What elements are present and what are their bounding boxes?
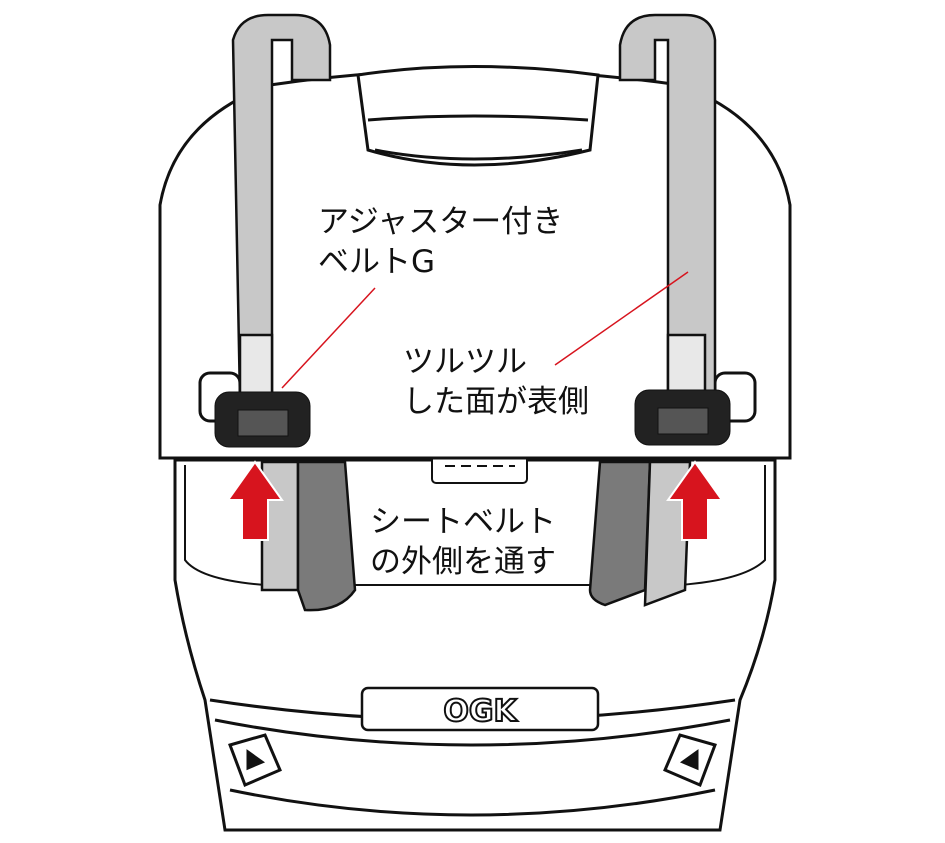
label-seatbelt-line2: の外側を通す [370,544,556,580]
strap-left [231,13,357,612]
seat-back [158,65,792,460]
adjuster-buckle-right [634,389,731,446]
label-smooth-line1: ツルツル [403,344,527,380]
up-arrow-right-icon [666,460,724,541]
ogk-logo: OGK [443,694,518,729]
logo-plate: OGK [360,686,600,732]
label-smooth-line2: した面が表側 [403,384,589,420]
leader-line-adjuster [281,287,376,389]
label-seatbelt-line1: シートベルト [370,504,556,540]
adjuster-buckle-left [214,391,311,448]
leader-line-smooth [554,271,689,366]
label-adjuster-line1: アジャスター付き [318,204,563,240]
up-arrow-left-icon [226,460,284,541]
label-adjuster-line2: ベルトG [318,244,435,280]
